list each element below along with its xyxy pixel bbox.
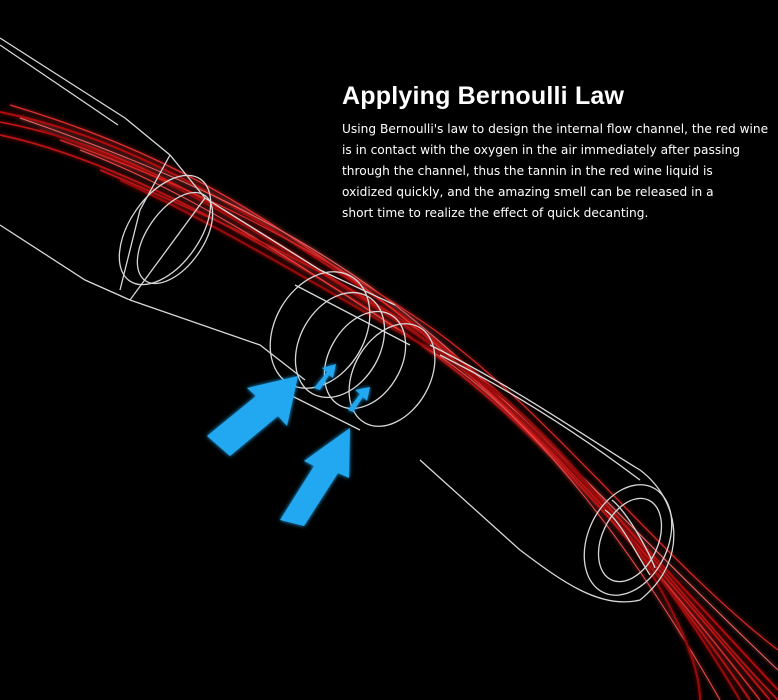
feature-body-line: oxidized quickly, and the amazing smell … [342,185,714,199]
wine-stream-lines [0,104,778,700]
feature-body-line: Using Bernoulli's law to design the inte… [342,122,769,136]
feature-body-line: short time to realize the effect of quic… [342,206,649,220]
feature-body-line: through the channel, thus the tannin in … [342,164,713,178]
feature-body-line: is in contact with the oxygen in the air… [342,143,741,157]
air-intake-arrow-icon [207,364,370,526]
feature-text: Applying Bernoulli Law Using Bernoulli's… [342,82,769,224]
feature-headline: Applying Bernoulli Law [342,82,625,110]
aerator-outline [0,37,675,603]
